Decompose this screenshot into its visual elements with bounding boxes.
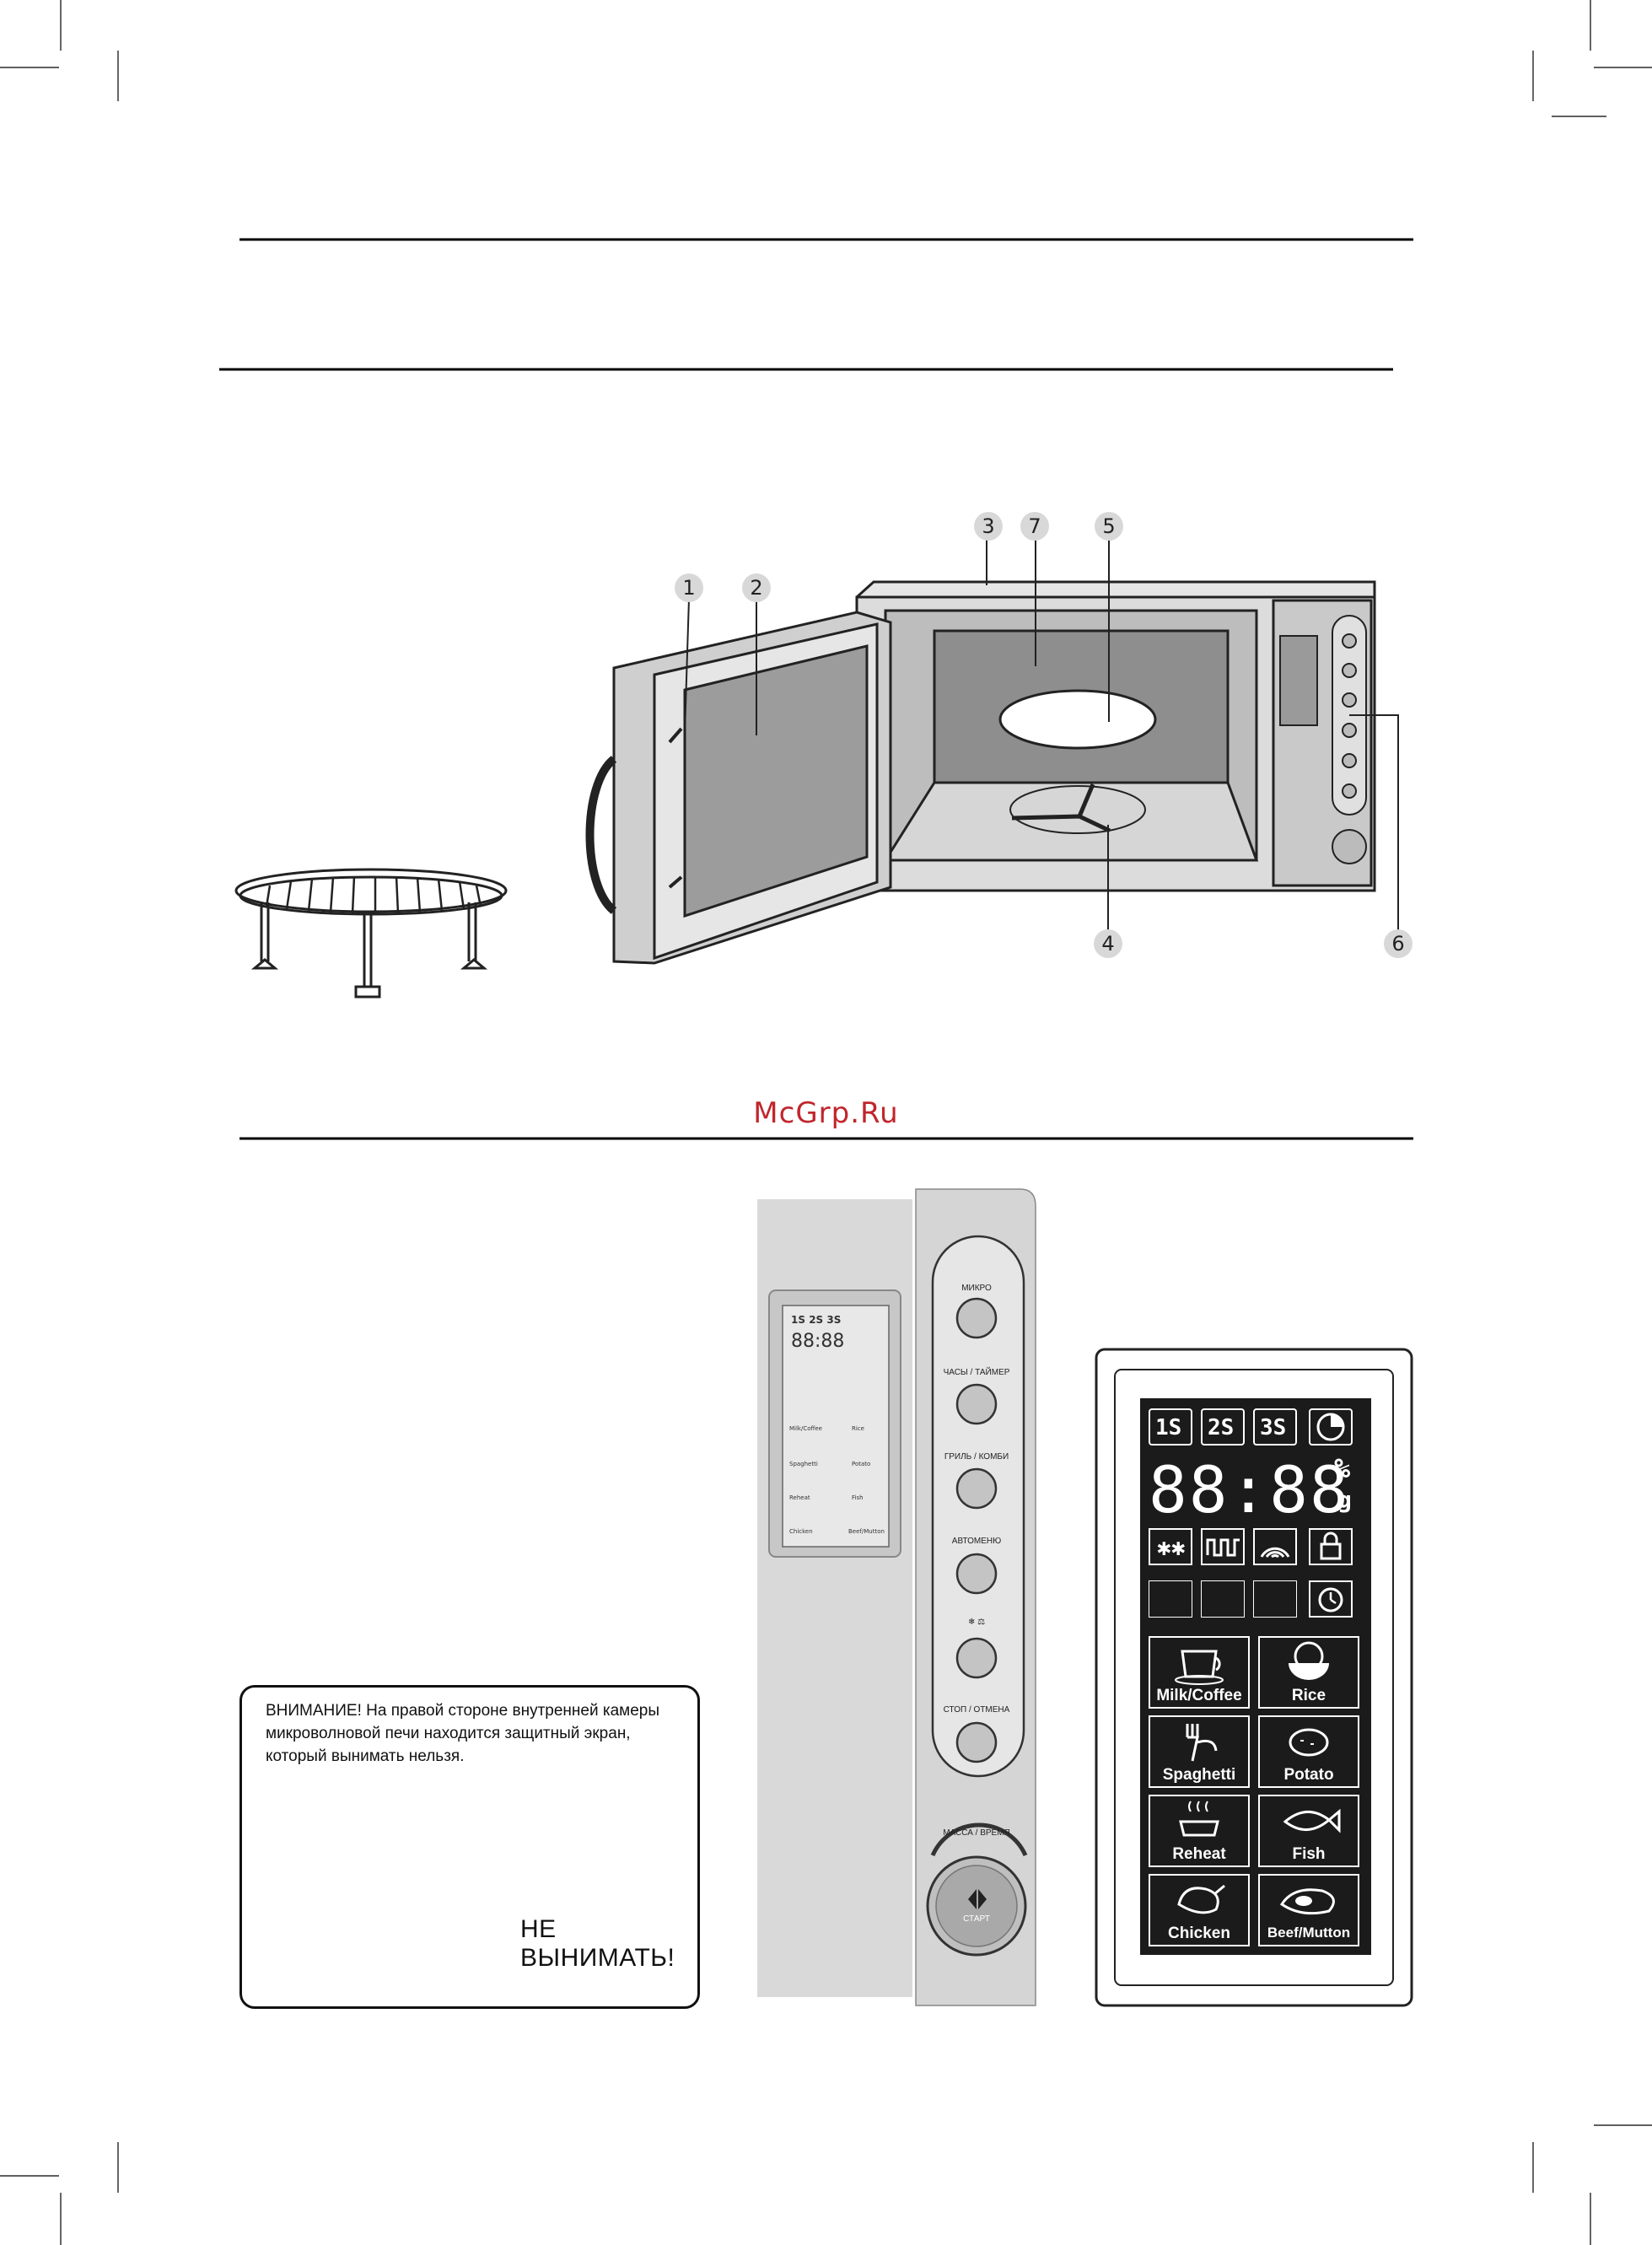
small-display-digits: 88:88: [791, 1331, 845, 1352]
automenu-button[interactable]: [957, 1554, 996, 1593]
small-display-menu-chicken: Chicken: [789, 1528, 813, 1535]
dial-label-weight-time: МАССА / ВРЕМЯ: [943, 1828, 1010, 1838]
menu-fish: Fish: [1258, 1795, 1359, 1867]
menu-chicken: Chicken: [1149, 1874, 1250, 1946]
small-display-menu-milk: Milk/Coffee: [789, 1425, 822, 1432]
micro-button[interactable]: [957, 1299, 996, 1338]
button-label-stop: СТОП / ОТМЕНА: [943, 1705, 1010, 1715]
clock-icon: [1309, 1408, 1353, 1446]
clock-timer-button[interactable]: [957, 1385, 996, 1424]
snowflake-icon: ✱✱: [1149, 1528, 1192, 1565]
steak-icon: [1279, 1888, 1335, 1915]
button-label-micro: МИКРО: [961, 1284, 992, 1293]
menu-rice: Rice: [1258, 1636, 1359, 1709]
stop-cancel-button[interactable]: [957, 1723, 996, 1762]
fish-icon: [1283, 1808, 1341, 1833]
unit-percent: %: [1334, 1452, 1351, 1484]
small-display-stages: 1S 2S 3S: [791, 1314, 842, 1326]
small-display-menu-beef: Beef/Mutton: [848, 1528, 885, 1535]
menu-potato: Potato: [1258, 1715, 1359, 1788]
callout-1: 1: [675, 573, 703, 602]
warning-box: ВНИМАНИЕ! На правой стороне внутренней к…: [239, 1685, 700, 2009]
button-label-automenu: АВТОМЕНЮ: [951, 1537, 1002, 1546]
microwave-wave-icon: [1253, 1528, 1297, 1565]
start-dial[interactable]: [928, 1857, 1025, 1955]
digits-display: 88:88: [1149, 1452, 1350, 1527]
chicken-icon: [1177, 1884, 1225, 1914]
menu-milk-coffee: Milk/Coffee: [1149, 1636, 1250, 1709]
dial-label-start: СТАРТ: [963, 1914, 990, 1924]
callout-2: 2: [742, 573, 771, 602]
callout-5: 5: [1095, 512, 1123, 541]
steam-dish-icon: [1179, 1801, 1219, 1837]
small-display-menu-fish: Fish: [852, 1494, 864, 1501]
stage-1s: 1S: [1149, 1408, 1192, 1446]
small-display-menu-potato: Potato: [852, 1461, 871, 1467]
small-display-menu-rice: Rice: [852, 1425, 864, 1432]
defrost-button[interactable]: [957, 1639, 996, 1677]
menu-spaghetti: Spaghetti: [1149, 1715, 1250, 1788]
stage-2s: 2S: [1201, 1408, 1245, 1446]
small-display-menu-reheat: Reheat: [789, 1494, 810, 1501]
unit-g: g: [1337, 1486, 1352, 1514]
small-display-menu-spaghetti: Spaghetti: [789, 1461, 818, 1467]
callout-6: 6: [1384, 929, 1413, 958]
timer-icon: [1309, 1580, 1353, 1618]
warning-text: ВНИМАНИЕ! На правой стороне внутренней к…: [266, 1702, 660, 1765]
fork-icon: [1186, 1724, 1218, 1762]
button-label-grill: ГРИЛЬ / КОМБИ: [944, 1452, 1009, 1462]
blank-cell-2: [1201, 1580, 1245, 1618]
cup-icon: [1175, 1650, 1224, 1685]
callout-3: 3: [974, 512, 1003, 541]
rice-bowl-icon: [1289, 1641, 1329, 1680]
button-label-clock: ЧАСЫ / ТАЙМЕР: [943, 1368, 1010, 1377]
callout-7: 7: [1020, 512, 1049, 541]
grill-coil-icon: [1201, 1528, 1245, 1565]
lcd-display: 1S 2S 3S 88:88 % g ✱✱ Milk/Coffee Rice S…: [1140, 1398, 1371, 1955]
callout-4: 4: [1094, 929, 1122, 958]
potato-icon: [1289, 1728, 1329, 1757]
lock-icon: [1309, 1528, 1353, 1565]
grill-rack-illustration: [234, 868, 508, 999]
blank-cell-3: [1253, 1580, 1297, 1618]
warning-label: НЕ ВЫНИМАТЬ!: [520, 1915, 675, 1972]
microwave-illustration: [585, 538, 1399, 965]
grill-combi-button[interactable]: [957, 1469, 996, 1508]
menu-reheat: Reheat: [1149, 1795, 1250, 1867]
button-label-defrost: ❄ ⚖: [967, 1618, 986, 1627]
blank-cell-1: [1149, 1580, 1192, 1618]
menu-beef-mutton: Beef/Mutton: [1258, 1874, 1359, 1946]
control-panel-illustration: [757, 1188, 1036, 2006]
watermark: McGrp.Ru: [753, 1096, 899, 1130]
stage-3s: 3S: [1253, 1408, 1297, 1446]
